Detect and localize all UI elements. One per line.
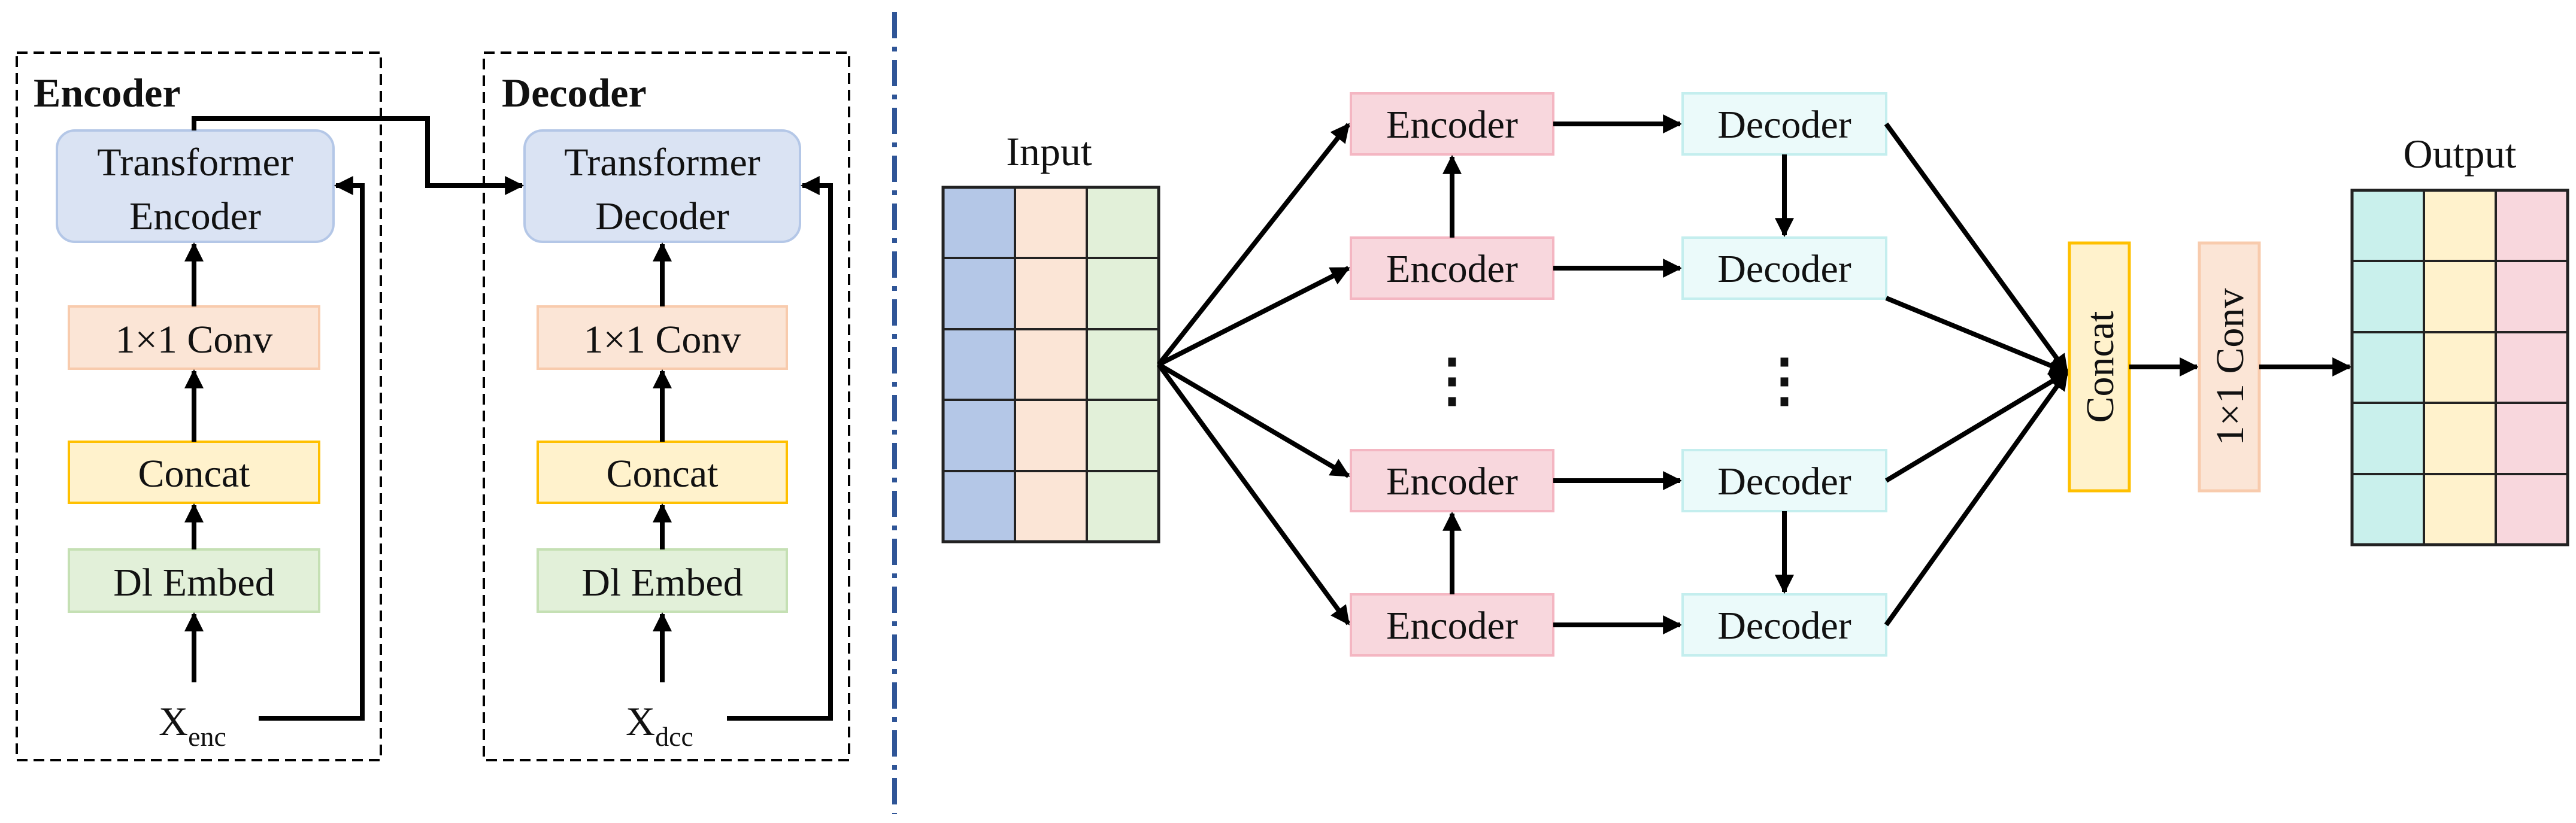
decoder-label-2: Decoder [1717, 247, 1851, 291]
encoder-column: Encoder Encoder ⋮ Encoder Encoder [1350, 92, 1554, 657]
output-label: Output [2404, 131, 2517, 177]
encoder-label-2: Encoder [1386, 247, 1518, 291]
decoder-column: Decoder Decoder ⋮ Decoder Decoder [1681, 92, 1887, 657]
decoder-label-3: Decoder [1717, 460, 1851, 503]
arrow-input-to-encoder-1 [1156, 123, 1351, 366]
encoder-block-3 [1350, 449, 1554, 512]
transformer-decoder-label-line1: Transformer [564, 141, 760, 184]
output-grid [2350, 189, 2569, 546]
output-grid-border [2350, 189, 2569, 546]
decoder-conv-block [537, 305, 788, 370]
output-column-1 [2352, 190, 2424, 545]
decoder-concat-block [537, 441, 788, 504]
input-column-2 [1015, 187, 1087, 542]
encoder-panel: Encoder Transformer Encoder 1×1 Conv Con… [16, 51, 382, 761]
decoder-ellipsis: ⋮ [1756, 348, 1813, 412]
encoder-label-3: Encoder [1386, 460, 1518, 503]
encoder-embed-block [68, 548, 320, 613]
encoder-panel-title: Encoder [34, 70, 181, 116]
decoder-embed-label: Dl Embed [581, 561, 743, 605]
encoder-concat-label: Concat [138, 452, 250, 496]
encoder-conv-label: 1×1 Conv [116, 318, 273, 362]
arrow-dec1-to-concat [1884, 122, 2069, 374]
final-concat-label: Concat [2078, 311, 2122, 423]
arrow-decoder-skip [727, 176, 833, 721]
encoder-block-4 [1350, 593, 1554, 657]
arrow-dec3-to-concat [1884, 370, 2069, 483]
transformer-decoder-block [523, 129, 801, 243]
arrow-encoder-skip [259, 176, 365, 721]
transformer-decoder-label-line2: Decoder [595, 195, 729, 238]
arrow-encoder-to-decoder [192, 116, 525, 195]
output-column-2 [2424, 190, 2496, 545]
encoder-embed-label: Dl Embed [113, 561, 274, 605]
encoder-input-label: Xenc [159, 699, 226, 752]
arrow-input-to-encoder-2 [1157, 266, 1350, 367]
encoder-block-1 [1350, 92, 1554, 156]
decoder-panel-title: Decoder [502, 70, 647, 116]
decoder-input-label: Xdcc [626, 699, 693, 752]
encoder-conv-block [68, 305, 320, 370]
encoder-block-2 [1350, 236, 1554, 300]
decoder-label-4: Decoder [1717, 604, 1851, 648]
decoder-concat-label: Concat [607, 452, 719, 496]
arrow-input-to-encoder-4 [1156, 363, 1351, 625]
decoder-panel: Decoder Transformer Decoder 1×1 Conv Con… [483, 51, 850, 761]
transformer-encoder-label-line2: Encoder [129, 195, 261, 238]
arrow-dec2-to-concat [1885, 296, 2069, 375]
input-column-1 [943, 187, 1015, 542]
input-label: Input [1006, 129, 1092, 174]
arrow-dec4-to-concat [1884, 370, 2069, 627]
arrow-input-to-encoder-3 [1157, 362, 1350, 478]
encoder-ellipsis: ⋮ [1423, 348, 1481, 412]
transformer-encoder-label-line1: Transformer [97, 141, 293, 184]
encoder-label-4: Encoder [1386, 604, 1518, 648]
decoder-block-2 [1681, 236, 1887, 300]
decoder-block-4 [1681, 593, 1887, 657]
decoder-conv-label: 1×1 Conv [584, 318, 741, 362]
final-conv-label: 1×1 Conv [2208, 288, 2252, 446]
encoder-label-1: Encoder [1386, 103, 1518, 147]
decoder-label-1: Decoder [1717, 103, 1851, 147]
output-column-3 [2496, 190, 2568, 545]
input-column-3 [1087, 187, 1159, 542]
decoder-block-3 [1681, 449, 1887, 512]
input-grid [941, 186, 1160, 543]
